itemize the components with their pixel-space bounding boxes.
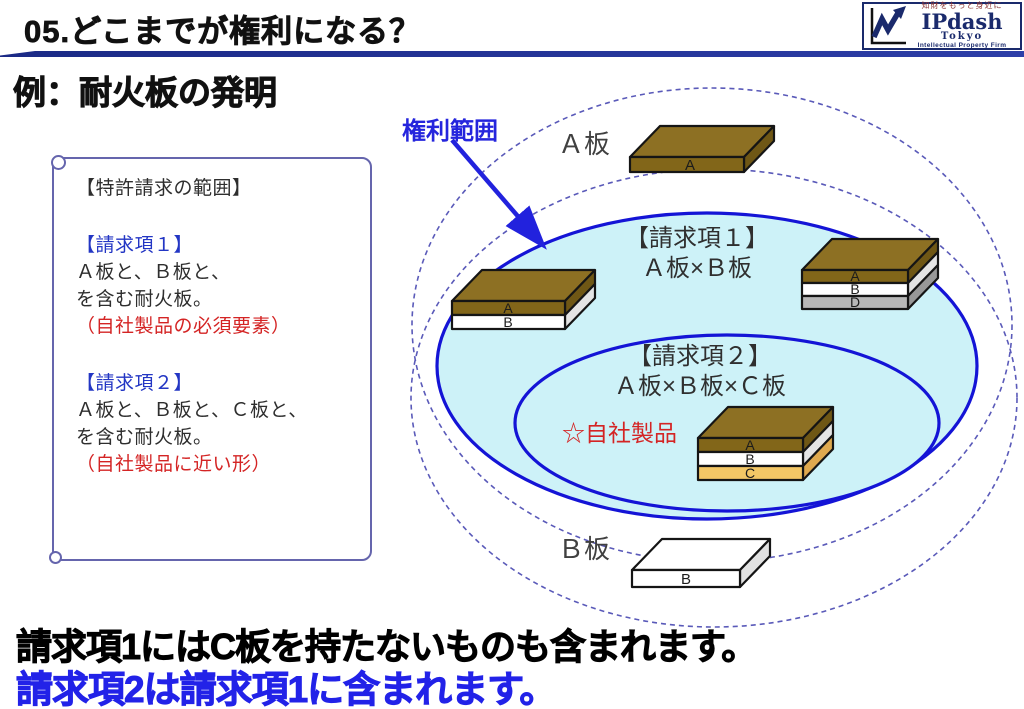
stack-ab-layer-a: A: [503, 300, 513, 316]
claim1-title: 【請求項１】: [625, 225, 769, 252]
scroll-curl-top-icon: [51, 155, 66, 170]
page-title: 05.どこまでが権利になる？: [24, 14, 422, 50]
example-heading: 例：耐火板の発明: [13, 74, 278, 112]
claim1-body1: Ａ板と、Ｂ板と、: [76, 262, 231, 283]
dashed-ellipse-b-products: [410, 168, 1018, 628]
claims-spacer: [76, 202, 364, 232]
claim1-formula: Ａ板×Ｂ板: [641, 255, 752, 282]
claims-scroll-box: 【特許請求の範囲】 【請求項１】 Ａ板と、Ｂ板と、 を含む耐火板。 （自社製品の…: [49, 155, 372, 564]
logo-city: Tokyo: [940, 31, 984, 43]
footer-statement-2: 請求項2は請求項1に含まれます。: [15, 669, 556, 709]
stack-abc-layer-c: C: [745, 465, 755, 481]
claim1-note: （自社製品の必須要素）: [76, 316, 291, 337]
stack-abd-layer-d: D: [850, 294, 860, 310]
stack-abd-layer-b: B: [850, 281, 859, 297]
stack-abd-layer-a: A: [850, 268, 860, 284]
claim1-header: 【請求項１】: [76, 235, 194, 256]
claim1-label: 【請求項１】 Ａ板×Ｂ板: [625, 224, 769, 284]
logo-descriptor: Intellectual Property Firm: [917, 42, 1007, 50]
scope-label: 権利範囲: [402, 118, 498, 145]
stack-abc-layer-b: B: [745, 451, 754, 467]
claim2-title: 【請求項２】: [628, 343, 772, 370]
stack-abc-layer-a: A: [745, 437, 755, 453]
claim2-note: （自社製品に近い形）: [76, 454, 272, 475]
logo: 知財をもっと身近に IPdash Tokyo Intellectual Prop…: [862, 2, 1022, 50]
title-underline: [0, 51, 1024, 57]
claim1-body2: を含む耐火板。: [76, 289, 213, 310]
logo-name: IPdash: [921, 9, 1003, 35]
own-product-label: ☆自社製品: [562, 420, 677, 446]
scroll-curl-bottom-icon: [49, 551, 62, 564]
claim2-body1: Ａ板と、Ｂ板と、Ｃ板と、: [76, 400, 308, 421]
claims-spacer: [76, 340, 364, 370]
board-b: B: [630, 537, 772, 589]
claim2-body2: を含む耐火板。: [76, 427, 213, 448]
board-stack-ab: A B: [450, 268, 597, 331]
board-a: A: [628, 124, 776, 174]
logo-tagline: 知財をもっと身近に: [921, 1, 1003, 11]
claim2-label: 【請求項２】 Ａ板×Ｂ板×Ｃ板: [614, 342, 786, 402]
board-stack-abc: A B C: [696, 405, 835, 482]
stack-ab-layer-b: B: [503, 314, 512, 330]
footer-statement-1: 請求項1にはC板を持たないものも含まれます。: [15, 626, 757, 668]
claim2-formula: Ａ板×Ｂ板×Ｃ板: [613, 373, 787, 400]
board-a-layer-label: A: [685, 157, 695, 174]
logo-text: 知財をもっと身近に IPdash Tokyo Intellectual Prop…: [908, 2, 1016, 50]
b-board-label: Ｂ板: [558, 534, 611, 564]
scope-arrow: [450, 138, 547, 250]
a-board-label: Ａ板: [558, 129, 611, 159]
logo-chart-icon: [870, 6, 906, 45]
claims-title: 【特許請求の範囲】: [76, 178, 252, 199]
board-b-layer-label: B: [681, 571, 691, 588]
claim2-header: 【請求項２】: [76, 373, 194, 394]
board-stack-abd: A B D: [800, 237, 940, 311]
